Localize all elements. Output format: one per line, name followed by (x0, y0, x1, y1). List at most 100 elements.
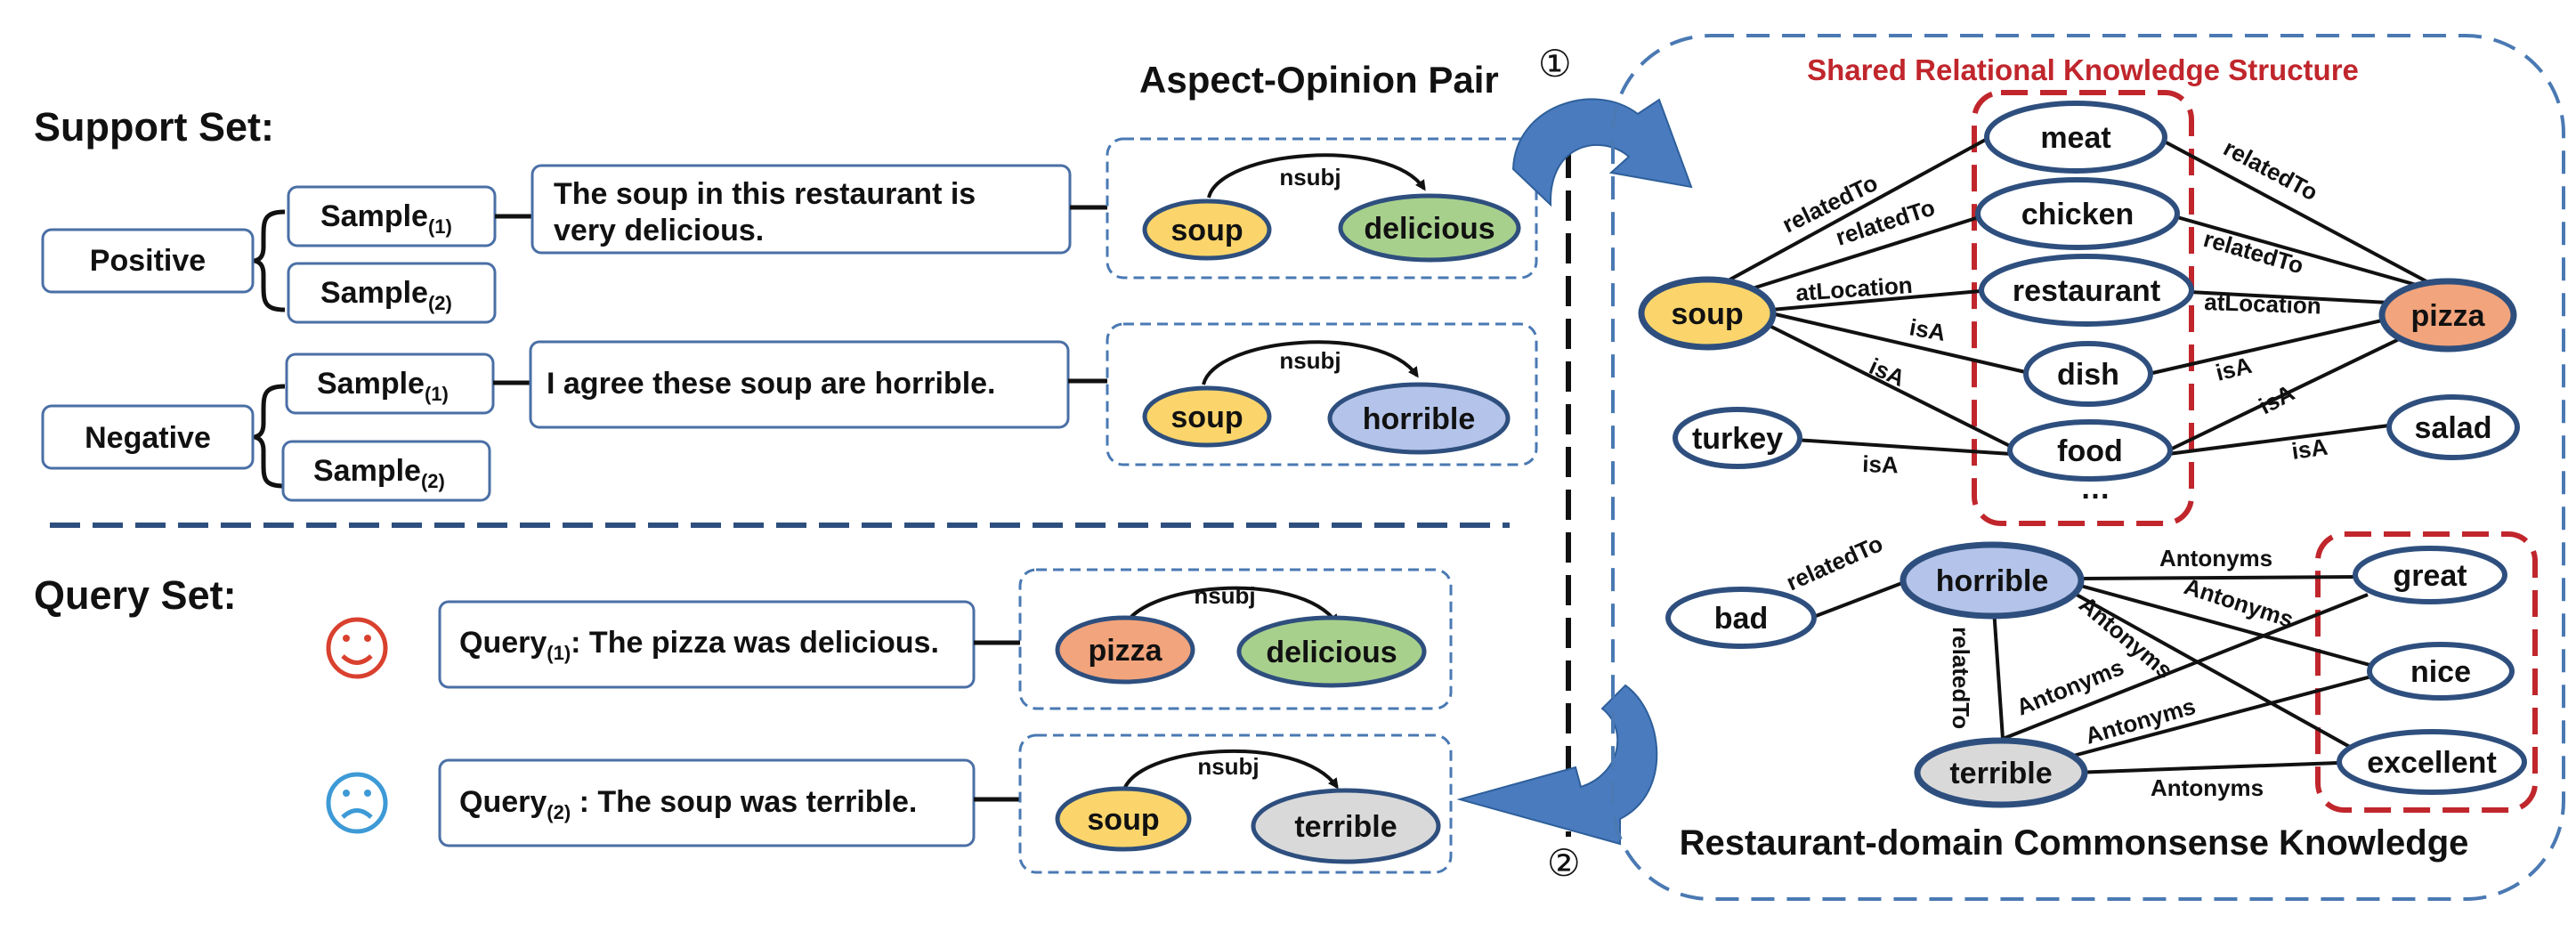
edge-label-antonyms-6: Antonyms (2151, 774, 2264, 801)
kg-label-dish: dish (2057, 358, 2119, 392)
kg-label-excellent: excellent (2367, 746, 2497, 780)
negative-sample-2-label: Sample(2) (313, 454, 445, 492)
kg-label-ellipsis: … (2080, 472, 2110, 506)
kg-label-bad: bad (1714, 602, 1768, 636)
negative-sample-2-box (281, 440, 491, 502)
negative-sample-1-label: Sample(1) (317, 367, 449, 405)
edge-label-relatedto-4: relatedTo (2200, 225, 2306, 280)
step-2-marker: ② (1547, 842, 1581, 884)
kg-node-terrible (1914, 737, 2088, 808)
edge-label-isa-6: isA (1862, 450, 1900, 478)
query-1-text: Query(1): The pizza was delicious. (459, 626, 939, 664)
kg-label-horrible: horrible (1936, 564, 2049, 598)
positive-opinions-box (2315, 531, 2538, 813)
pair-3-aspect-node (1055, 615, 1195, 685)
kg-label-soup: soup (1671, 297, 1743, 331)
positive-label: Positive (90, 244, 206, 278)
pair-2-aspect-node (1142, 385, 1272, 448)
pair-2-opinion: horrible (1363, 402, 1476, 436)
kg-label-meat: meat (2040, 121, 2110, 155)
pair-3-relation: nsubj (1194, 582, 1255, 609)
pair-4-arc (1122, 749, 1339, 793)
kg-label-great: great (2393, 559, 2467, 593)
edge-label-atlocation-1: atLocation (1794, 271, 1913, 306)
domain-knowledge-title: Restaurant-domain Commonsense Knowledge (1680, 823, 2469, 863)
aspect-opinion-title: Aspect-Opinion Pair (1139, 59, 1499, 101)
curved-arrow-icon (1511, 98, 1693, 207)
pair-3-opinion-node (1236, 615, 1427, 688)
pair-4-opinion: terrible (1294, 810, 1397, 844)
edge-label-antonyms-1: Antonyms (2159, 545, 2272, 571)
kg-node-dish (2023, 341, 2153, 407)
pair-4-relation: nsubj (1197, 753, 1259, 780)
negative-brace (254, 384, 286, 489)
negative-label: Negative (85, 421, 211, 455)
kg-node-horrible (1900, 541, 2085, 620)
pair-1-opinion: delicious (1364, 212, 1495, 246)
edge-label-relatedto-3: relatedTo (2219, 134, 2322, 207)
kg-node-pizza (2378, 278, 2517, 352)
positive-brace (254, 209, 286, 312)
edge-label-isa-2: isA (1866, 352, 1909, 392)
positive-sample-2-label: Sample(2) (320, 276, 452, 314)
kg-node-nice (2367, 642, 2515, 701)
query-2-box (438, 758, 976, 847)
kg-label-chicken: chicken (2021, 198, 2135, 231)
kg-label-salad: salad (2415, 411, 2492, 445)
frowning-face-icon (326, 772, 388, 834)
kg-node-soup (1638, 276, 1777, 351)
kg-label-turkey: turkey (1692, 422, 1783, 456)
negative-label-box (41, 404, 255, 470)
negative-sentence: I agree these soup are horrible. (547, 367, 996, 401)
pair-1-relation: nsubj (1279, 164, 1341, 190)
pair-4-aspect: soup (1087, 803, 1159, 837)
smiley-face-icon (326, 617, 388, 679)
pair-1-aspect-node (1142, 199, 1272, 261)
pair-3-opinion: delicious (1266, 636, 1397, 669)
kg-label-restaurant: restaurant (2013, 274, 2160, 308)
shared-structure-title: Shared Relational Knowledge Structure (1807, 53, 2359, 86)
edge-label-atlocation-2: atLocation (2204, 288, 2321, 320)
negative-sentence-box (529, 340, 1070, 429)
kg-node-excellent (2337, 729, 2527, 795)
kg-label-nice: nice (2410, 655, 2471, 689)
kg-node-chicken (1975, 177, 2180, 250)
positive-sentence-line-1: The soup in this restaurant is (554, 177, 976, 211)
edge-label-isa-5: isA (2290, 434, 2329, 465)
edge-label-antonyms-2: Antonyms (2181, 572, 2297, 633)
positive-sample-2-box (287, 262, 497, 324)
pair-4-opinion-node (1251, 788, 1441, 864)
kg-node-great (2353, 546, 2507, 604)
kg-edges-bottom (1815, 575, 2374, 774)
pair-3-aspect: pizza (1088, 634, 1162, 668)
edge-label-relatedto-5: relatedTo (1782, 530, 1886, 596)
kg-node-salad (2386, 394, 2520, 460)
kg-label-terrible: terrible (1949, 757, 2052, 790)
kg-edges-top (1706, 135, 2450, 456)
pair-3-arc (1122, 586, 1339, 631)
step-1-marker: ① (1538, 43, 1572, 85)
pair-2-opinion-node (1327, 382, 1511, 455)
curved-arrow-icon (1456, 684, 1658, 846)
kg-outer-box (1611, 34, 2565, 901)
pair-1-aspect: soup (1171, 214, 1243, 247)
pair-1-opinion-node (1338, 193, 1521, 263)
kg-node-turkey (1673, 407, 1802, 469)
pair-4-aspect-node (1055, 786, 1192, 852)
kg-node-bad (1665, 587, 1817, 649)
edge-label-isa-4: isA (2255, 379, 2299, 420)
positive-label-box (41, 228, 255, 294)
positive-sentence-line-2: very delicious. (554, 214, 764, 247)
query-set-title: Query Set: (34, 572, 237, 618)
pair-2-aspect: soup (1171, 401, 1243, 434)
pair-2-arc (1202, 340, 1419, 385)
kg-node-restaurant (1979, 254, 2194, 327)
edge-label-isa-1: isA (1908, 313, 1948, 346)
kg-node-food (2007, 419, 2173, 482)
positive-sample-1-label: Sample(1) (320, 199, 452, 238)
support-set-title: Support Set: (34, 104, 274, 150)
pair-1-arc (1207, 153, 1426, 199)
pair-2-relation: nsubj (1279, 347, 1341, 374)
kg-label-pizza: pizza (2410, 299, 2485, 333)
